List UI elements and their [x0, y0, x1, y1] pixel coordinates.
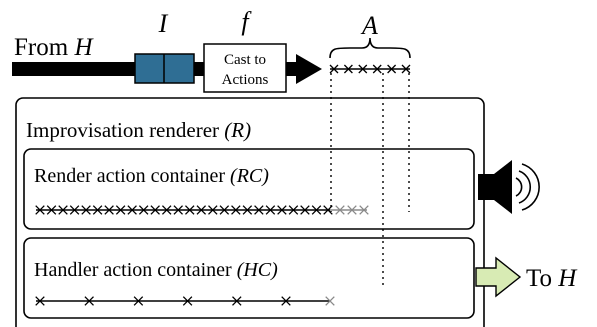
- cast-box-line1: Cast to: [224, 52, 266, 68]
- rendered-action-mark: [138, 205, 149, 215]
- render-action-marks: [35, 205, 369, 215]
- rendered-action-mark: [81, 205, 91, 215]
- rendered-action-mark: [173, 205, 183, 215]
- action-mark: [387, 64, 397, 74]
- rendered-action-mark: [288, 205, 299, 215]
- handled-action-mark: [182, 296, 193, 306]
- rendered-action-mark: [254, 205, 264, 215]
- rendered-action-mark: [150, 205, 160, 215]
- rendered-action-mark: [196, 205, 207, 215]
- rendered-action-mark: [69, 205, 80, 215]
- input-buffer: [134, 53, 195, 84]
- speaker-cone: [494, 160, 512, 214]
- rendered-action-mark: [208, 205, 218, 215]
- handled-action-mark: [133, 296, 144, 306]
- action-mark: [358, 64, 368, 74]
- rendered-action-mark: [161, 205, 172, 215]
- rendered-action-mark: [104, 205, 114, 215]
- renderer-box: [15, 97, 485, 327]
- rendered-action-mark: [323, 205, 333, 215]
- cast-to-actions-box: [203, 43, 287, 93]
- sound-wave-3: [521, 163, 540, 211]
- output-to-h: To H: [475, 256, 578, 298]
- speaker-icon: [478, 160, 540, 214]
- handler-container-box: [23, 237, 475, 319]
- render-action-container: Render action container (RC): [23, 148, 475, 230]
- pending-handled-action-mark: [325, 296, 335, 306]
- input-line-3: [286, 62, 298, 76]
- actions-label: A: [360, 11, 378, 40]
- action-mark: [401, 64, 411, 74]
- rendered-action-mark: [300, 205, 310, 215]
- cast-box-line2: Actions: [222, 72, 269, 88]
- actions-marks: [329, 64, 411, 74]
- rendered-action-mark: [115, 205, 126, 215]
- pending-action-mark: [347, 205, 357, 215]
- rendered-action-mark: [242, 205, 253, 215]
- rendered-action-mark: [92, 205, 103, 215]
- rendered-action-mark: [46, 205, 57, 215]
- handled-action-mark: [35, 296, 45, 306]
- action-mark: [329, 64, 339, 74]
- rendered-action-mark: [311, 205, 322, 215]
- rendered-action-mark: [185, 205, 195, 215]
- actions-brace: [329, 37, 411, 59]
- rendered-action-mark: [35, 205, 45, 215]
- function-label: f: [241, 7, 252, 36]
- input-stream: From H I f Cast to Actions A: [12, 7, 411, 285]
- handler-container-title: Handler action container (HC): [34, 259, 278, 281]
- input-line: [12, 62, 136, 76]
- sound-wave-1: [515, 177, 523, 197]
- pending-action-mark: [359, 205, 369, 215]
- handler-action-marks: [35, 296, 335, 306]
- handler-action-container: Handler action container (HC): [23, 237, 475, 319]
- from-h-label: From H: [14, 34, 94, 61]
- renderer-title: Improvisation renderer (R): [26, 118, 251, 142]
- input-line-2: [194, 62, 204, 76]
- input-arrowhead: [296, 54, 322, 84]
- to-h-label: To H: [526, 265, 578, 292]
- render-container-box: [23, 148, 475, 230]
- pending-action-mark: [335, 205, 345, 215]
- speaker-body: [478, 174, 494, 200]
- sound-wave-2: [518, 170, 531, 204]
- action-mark: [343, 64, 353, 74]
- rendered-action-mark: [58, 205, 68, 215]
- rendered-action-mark: [231, 205, 241, 215]
- buffer-label: I: [158, 9, 169, 38]
- render-container-title: Render action container (RC): [34, 165, 269, 187]
- rendered-action-mark: [277, 205, 287, 215]
- handled-action-mark: [84, 296, 94, 306]
- rendered-action-mark: [265, 205, 276, 215]
- right-arrow-icon: [475, 256, 522, 298]
- rendered-action-mark: [219, 205, 230, 215]
- action-mark: [372, 64, 382, 74]
- handled-action-mark: [232, 296, 242, 306]
- rendered-action-mark: [127, 205, 137, 215]
- improvisation-renderer: Improvisation renderer (R) Render action…: [15, 97, 485, 327]
- handled-action-mark: [281, 296, 291, 306]
